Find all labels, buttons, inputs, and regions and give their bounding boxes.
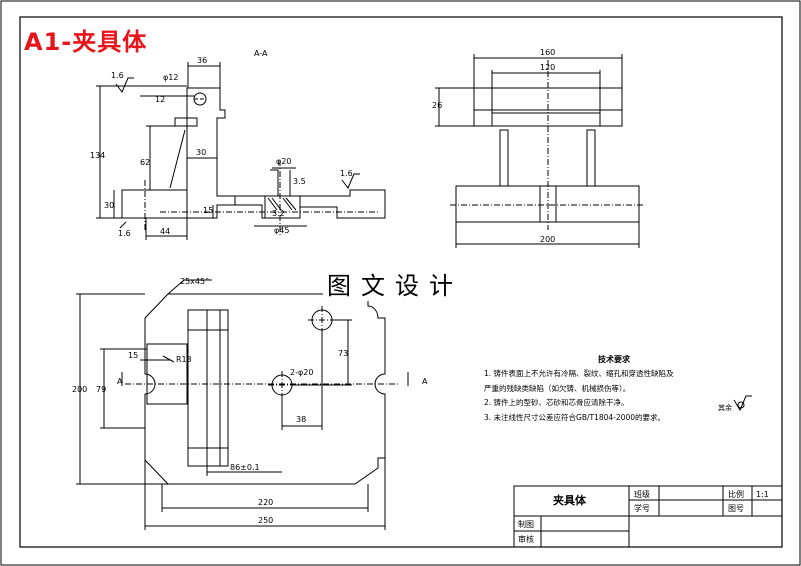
plan-view [76, 279, 409, 530]
dim-boss-dia: φ20 [276, 157, 291, 166]
scale-value: 1:1 [756, 490, 769, 499]
dim-plan-height: 200 [72, 385, 87, 394]
sheet-title: A1-夹具体 [24, 28, 148, 56]
dim-79: 79 [96, 385, 106, 394]
inner-border [19, 16, 783, 548]
dim-boss-d2: φ45 [274, 226, 289, 235]
dim-boss-h2: 3.2 [272, 209, 285, 218]
dim-boss-h1: 3.5 [293, 177, 306, 186]
tech-req-line-4: 3. 未注线性尺寸公差应符合GB/T1804-2000的要求。 [484, 412, 665, 422]
dim-base-height: 30 [104, 201, 114, 210]
title-block: 夹具体 班级 比例 1:1 学号 图号 制图 审核 [518, 489, 769, 544]
dim-top-inner: 120 [540, 63, 555, 72]
rough-other-label: 其余 [718, 403, 732, 412]
drawing-no-label: 图号 [728, 504, 744, 513]
student-label: 学号 [634, 503, 650, 513]
dim-mid-height: 62 [140, 158, 150, 167]
dim-top-width: 36 [197, 56, 207, 65]
dim-73: 73 [338, 349, 348, 358]
tech-requirements: 技术要求 1. 铸件表面上不允许有冷隔、裂纹、缩孔和穿透性缺陷及 严重的残缺类缺… [484, 354, 732, 422]
dim-hole-dia: φ12 [163, 73, 178, 82]
section-label: A-A [254, 49, 268, 58]
dim-chamfer: 25x45° [180, 277, 209, 286]
dim-220: 220 [258, 498, 273, 507]
tech-req-line-3: 2. 铸件上的型砂、芯砂和芯骨应清除干净。 [484, 397, 629, 407]
dim-top-outer: 160 [540, 48, 555, 57]
tech-req-title: 技术要求 [598, 354, 631, 364]
roughness-1: 1.6 [111, 71, 124, 80]
overlay-title: 图文设计 [323, 266, 467, 301]
dim-side-height: 26 [432, 101, 442, 110]
class-label: 班级 [634, 489, 650, 499]
dimension-texts: A-A 36 φ12 12 134 62 30 44 30 φ20 3.5 3.… [72, 48, 555, 525]
dim-side-bottom: 200 [540, 235, 555, 244]
section-mark-right: A [422, 377, 428, 386]
dim-250: 250 [258, 516, 273, 525]
dim-hole-offset: 12 [155, 95, 165, 104]
dim-base-width: 44 [160, 227, 170, 236]
front-view [96, 62, 386, 240]
part-name: 夹具体 [553, 493, 587, 507]
dim-total-height: 134 [90, 151, 105, 160]
dim-86: 86±0.1 [230, 463, 260, 472]
tech-req-line-2: 严重的残缺类缺陷（如欠铸、机械损伤等）。 [484, 383, 630, 393]
tech-req-line-1: 1. 铸件表面上不允许有冷隔、裂纹、缩孔和穿透性缺陷及 [484, 368, 674, 378]
checked-label: 审核 [518, 534, 534, 544]
scale-label: 比例 [728, 489, 744, 499]
title-block-lines [513, 485, 783, 548]
dim-15: 15 [128, 351, 138, 360]
dim-r13: R13 [176, 355, 192, 364]
side-view [435, 54, 645, 248]
dim-slot-h: 15 [203, 206, 213, 215]
dim-38: 38 [296, 415, 306, 424]
drawn-label: 制图 [518, 519, 534, 529]
dim-step-width: 30 [196, 148, 206, 157]
section-mark-left: A [117, 377, 123, 386]
dim-holes: 2-φ20 [290, 368, 313, 377]
roughness-3: 1.6 [118, 229, 131, 238]
roughness-2: 1.6 [340, 169, 353, 178]
